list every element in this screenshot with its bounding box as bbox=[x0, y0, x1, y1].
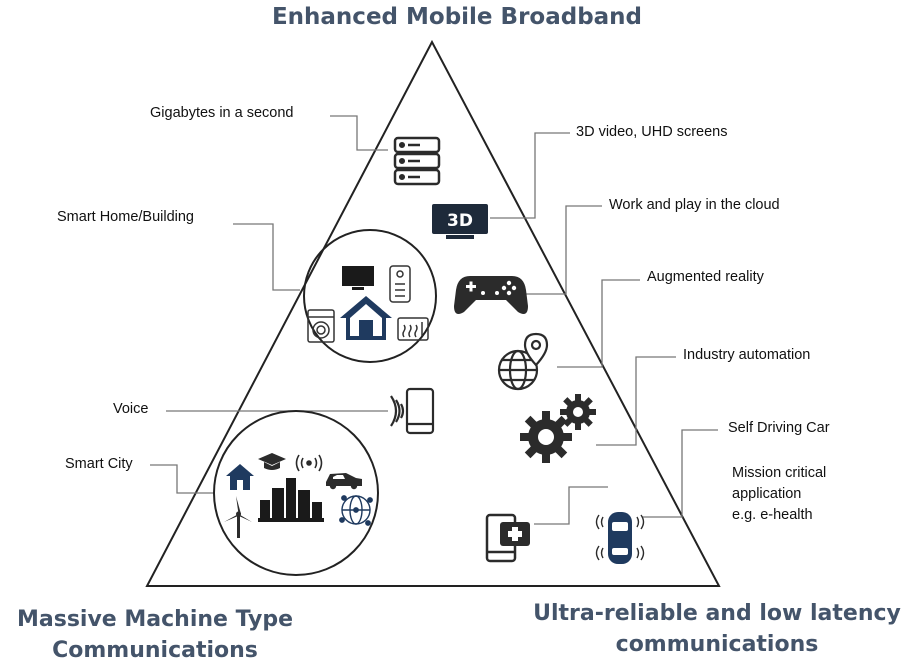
label-self-driving: Self Driving Car bbox=[728, 420, 830, 436]
tv-3d-text: 3D bbox=[447, 211, 473, 231]
car-icon bbox=[326, 473, 362, 490]
label-augmented-reality: Augmented reality bbox=[647, 269, 764, 285]
pyramid-triangle bbox=[145, 39, 721, 587]
connector-industry bbox=[596, 356, 676, 446]
microwave-icon bbox=[397, 317, 429, 341]
tv-icon bbox=[342, 266, 374, 290]
tv-3d-icon: 3D bbox=[432, 204, 488, 239]
title-right-line1: Ultra-reliable and low latency bbox=[533, 601, 901, 626]
remote-control-icon bbox=[389, 265, 411, 303]
title-ultra-reliable: Ultra-reliable and low latency communica… bbox=[520, 598, 914, 660]
washing-machine-icon bbox=[307, 309, 335, 343]
smart-city-cluster bbox=[213, 410, 379, 576]
mobile-health-icon bbox=[485, 513, 530, 563]
label-mission-critical: Mission critical application e.g. e-heal… bbox=[732, 463, 882, 526]
title-left-line1: Massive Machine Type bbox=[16, 607, 294, 632]
title-massive-machine-type: Massive Machine Type Communications bbox=[0, 604, 310, 666]
house-icon bbox=[340, 296, 392, 340]
connector-ar bbox=[557, 279, 640, 368]
connector-smart-home bbox=[233, 223, 300, 291]
connector-cloud bbox=[522, 205, 602, 295]
network-globe-icon bbox=[339, 495, 373, 526]
label-mission-line1: Mission critical bbox=[732, 465, 827, 481]
label-voice: Voice bbox=[113, 401, 149, 417]
label-smart-home: Smart Home/Building bbox=[57, 209, 194, 225]
small-house-icon bbox=[226, 464, 254, 490]
self-driving-car-icon bbox=[595, 512, 645, 564]
wireless-signal-icon bbox=[295, 454, 323, 472]
label-cloud: Work and play in the cloud bbox=[609, 197, 780, 213]
phone-voice-icon bbox=[390, 387, 435, 435]
globe-location-icon bbox=[497, 332, 549, 391]
title-enhanced-mobile-broadband: Enhanced Mobile Broadband bbox=[271, 4, 643, 30]
gears-icon bbox=[520, 394, 596, 463]
label-3d-video: 3D video, UHD screens bbox=[576, 124, 728, 140]
connector-gigabytes bbox=[330, 115, 388, 151]
label-gigabytes: Gigabytes in a second bbox=[150, 105, 294, 121]
connector-3d-video bbox=[490, 132, 570, 219]
wind-turbine-icon bbox=[224, 496, 252, 538]
smart-home-cluster bbox=[303, 229, 437, 363]
connector-smart-city bbox=[150, 464, 214, 494]
connector-self-driving bbox=[642, 429, 718, 518]
server-database-icon bbox=[393, 136, 441, 186]
gamepad-icon bbox=[454, 276, 528, 314]
title-left-line2: Communications bbox=[52, 638, 258, 663]
label-smart-city: Smart City bbox=[65, 456, 133, 472]
label-mission-line2: application bbox=[732, 486, 802, 502]
label-mission-line3: e.g. e-health bbox=[732, 507, 813, 523]
city-skyline-icon bbox=[258, 478, 324, 522]
connector-mission bbox=[534, 486, 608, 525]
label-industry-automation: Industry automation bbox=[683, 347, 811, 363]
graduation-cap-icon bbox=[258, 453, 286, 470]
title-right-line2: communications bbox=[615, 632, 819, 657]
